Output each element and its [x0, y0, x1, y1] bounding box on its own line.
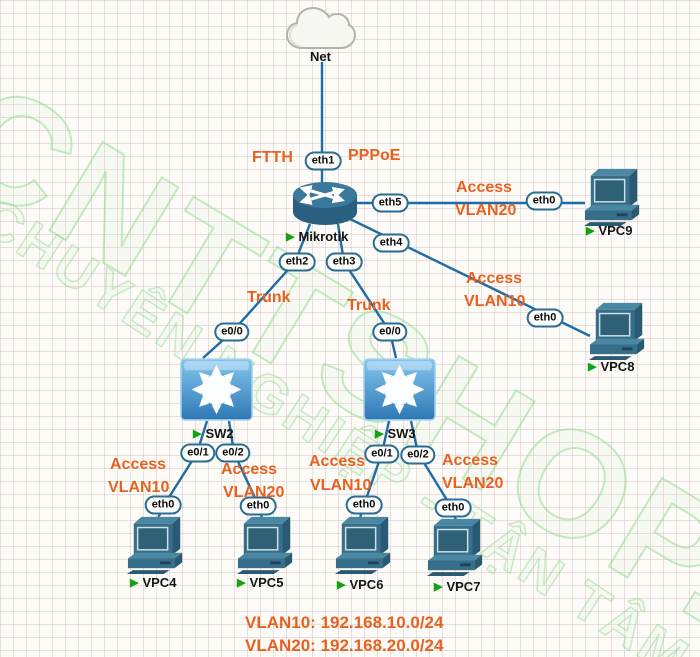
pc-vpc8-label: ▶ VPC8	[588, 360, 634, 374]
node-marker-icon: ▶	[588, 360, 597, 373]
annotation-access-vpc9: Access	[456, 179, 513, 196]
switch-sw2-label: ▶ SW2	[193, 427, 234, 441]
switch-sw2-node[interactable]	[180, 356, 253, 428]
annotation-vlan20-sw3-right: VLAN20	[442, 475, 504, 492]
router-icon	[293, 182, 357, 225]
port-badge-sw2-e00: e0/0	[214, 322, 250, 342]
switch-icon	[363, 358, 436, 421]
pc-vpc7-node[interactable]	[426, 516, 488, 581]
pc-vpc4-label-text: VPC4	[142, 575, 177, 590]
pc-vpc4-node[interactable]	[126, 514, 188, 579]
router-label-text: Mikrotik	[298, 229, 349, 244]
annotation-access-sw2-left: Access	[110, 456, 167, 473]
annotation-vlan10-vpc8: VLAN10	[464, 293, 526, 310]
port-badge-router-eth3: eth3	[325, 252, 363, 272]
port-badge-router-eth2: eth2	[278, 252, 316, 272]
pc-vpc5-label: ▶ VPC5	[237, 576, 283, 590]
switch-sw3-label-text: SW3	[387, 426, 416, 441]
switch-sw3-label: ▶ SW3	[375, 427, 416, 441]
pc-icon	[335, 516, 391, 574]
port-badge-sw3-e00: e0/0	[372, 322, 408, 342]
annotation-vlan10-sw3-left: VLAN10	[310, 477, 372, 494]
pc-icon	[237, 516, 293, 574]
pc-vpc7-label: ▶ VPC7	[434, 580, 480, 594]
port-badge-vpc8-eth0: eth0	[526, 308, 564, 328]
link-router-sw3[interactable]	[336, 223, 398, 359]
pc-vpc9-label-text: VPC9	[598, 223, 633, 238]
annotation-ftth: FTTH	[252, 149, 293, 166]
pc-vpc6-label: ▶ VPC6	[337, 578, 383, 592]
port-badge-router-eth5: eth5	[371, 193, 409, 213]
pc-vpc6-node[interactable]	[334, 514, 396, 579]
annotation-access-sw3-right: Access	[442, 452, 499, 469]
node-marker-icon: ▶	[286, 230, 295, 243]
cloud-label-text: Net	[310, 49, 331, 64]
node-marker-icon: ▶	[130, 576, 139, 589]
port-badge-vpc4-eth0: eth0	[144, 495, 182, 515]
port-badge-router-eth1: eth1	[304, 151, 342, 171]
port-badge-sw2-e02: e0/2	[215, 443, 251, 463]
pc-icon	[589, 302, 645, 360]
node-marker-icon: ▶	[375, 427, 384, 440]
router-label: ▶ Mikrotik	[286, 230, 348, 244]
switch-sw3-node[interactable]	[363, 356, 436, 428]
pc-icon	[584, 168, 640, 226]
link-router-sw2[interactable]	[202, 223, 312, 359]
pc-vpc9-label: ▶ VPC9	[586, 224, 632, 238]
pc-vpc8-label-text: VPC8	[600, 359, 635, 374]
port-badge-vpc7-eth0: eth0	[434, 498, 472, 518]
pc-vpc4-label: ▶ VPC4	[130, 576, 176, 590]
node-marker-icon: ▶	[337, 578, 346, 591]
annotation-access-vpc8: Access	[466, 270, 523, 287]
pc-vpc8-node[interactable]	[588, 300, 650, 365]
annotation-vlan10-sw2-left: VLAN10	[108, 479, 170, 496]
port-badge-sw3-e02: e0/2	[400, 445, 436, 465]
footer-vlan10-subnet: VLAN10: 192.168.10.0/24	[245, 613, 444, 632]
pc-vpc6-label-text: VPC6	[349, 577, 384, 592]
port-badge-vpc5-eth0: eth0	[239, 496, 277, 516]
pc-vpc9-node[interactable]	[583, 166, 645, 231]
pc-vpc5-node[interactable]	[236, 514, 298, 579]
pc-icon	[427, 518, 483, 576]
pc-vpc5-label-text: VPC5	[249, 575, 284, 590]
switch-icon	[180, 358, 253, 421]
cloud-node[interactable]	[285, 4, 357, 59]
annotation-access-sw2-right: Access	[221, 461, 278, 478]
switch-sw2-label-text: SW2	[205, 426, 234, 441]
node-marker-icon: ▶	[434, 580, 443, 593]
annotation-trunk-sw2: Trunk	[247, 289, 291, 306]
port-badge-sw2-e01: e0/1	[180, 443, 216, 463]
pc-vpc7-label-text: VPC7	[446, 579, 481, 594]
cloud-icon	[285, 6, 357, 49]
annotation-access-sw3-left: Access	[309, 453, 366, 470]
annotation-trunk-sw3: Trunk	[347, 297, 391, 314]
node-marker-icon: ▶	[237, 576, 246, 589]
port-badge-vpc6-eth0: eth0	[345, 495, 383, 515]
port-badge-sw3-e01: e0/1	[364, 444, 400, 464]
cloud-label: Net	[310, 50, 331, 64]
node-marker-icon: ▶	[586, 224, 595, 237]
port-badge-vpc9-eth0: eth0	[525, 191, 563, 211]
node-marker-icon: ▶	[193, 427, 202, 440]
annotation-vlan20-vpc9: VLAN20	[455, 202, 517, 219]
annotation-vlan20-sw2-right: VLAN20	[223, 484, 285, 501]
router-node[interactable]	[292, 181, 358, 232]
port-badge-router-eth4: eth4	[372, 233, 410, 253]
pc-icon	[127, 516, 183, 574]
annotation-pppoe: PPPoE	[348, 147, 401, 164]
footer-vlan20-subnet: VLAN20: 192.168.20.0/24	[245, 636, 444, 655]
